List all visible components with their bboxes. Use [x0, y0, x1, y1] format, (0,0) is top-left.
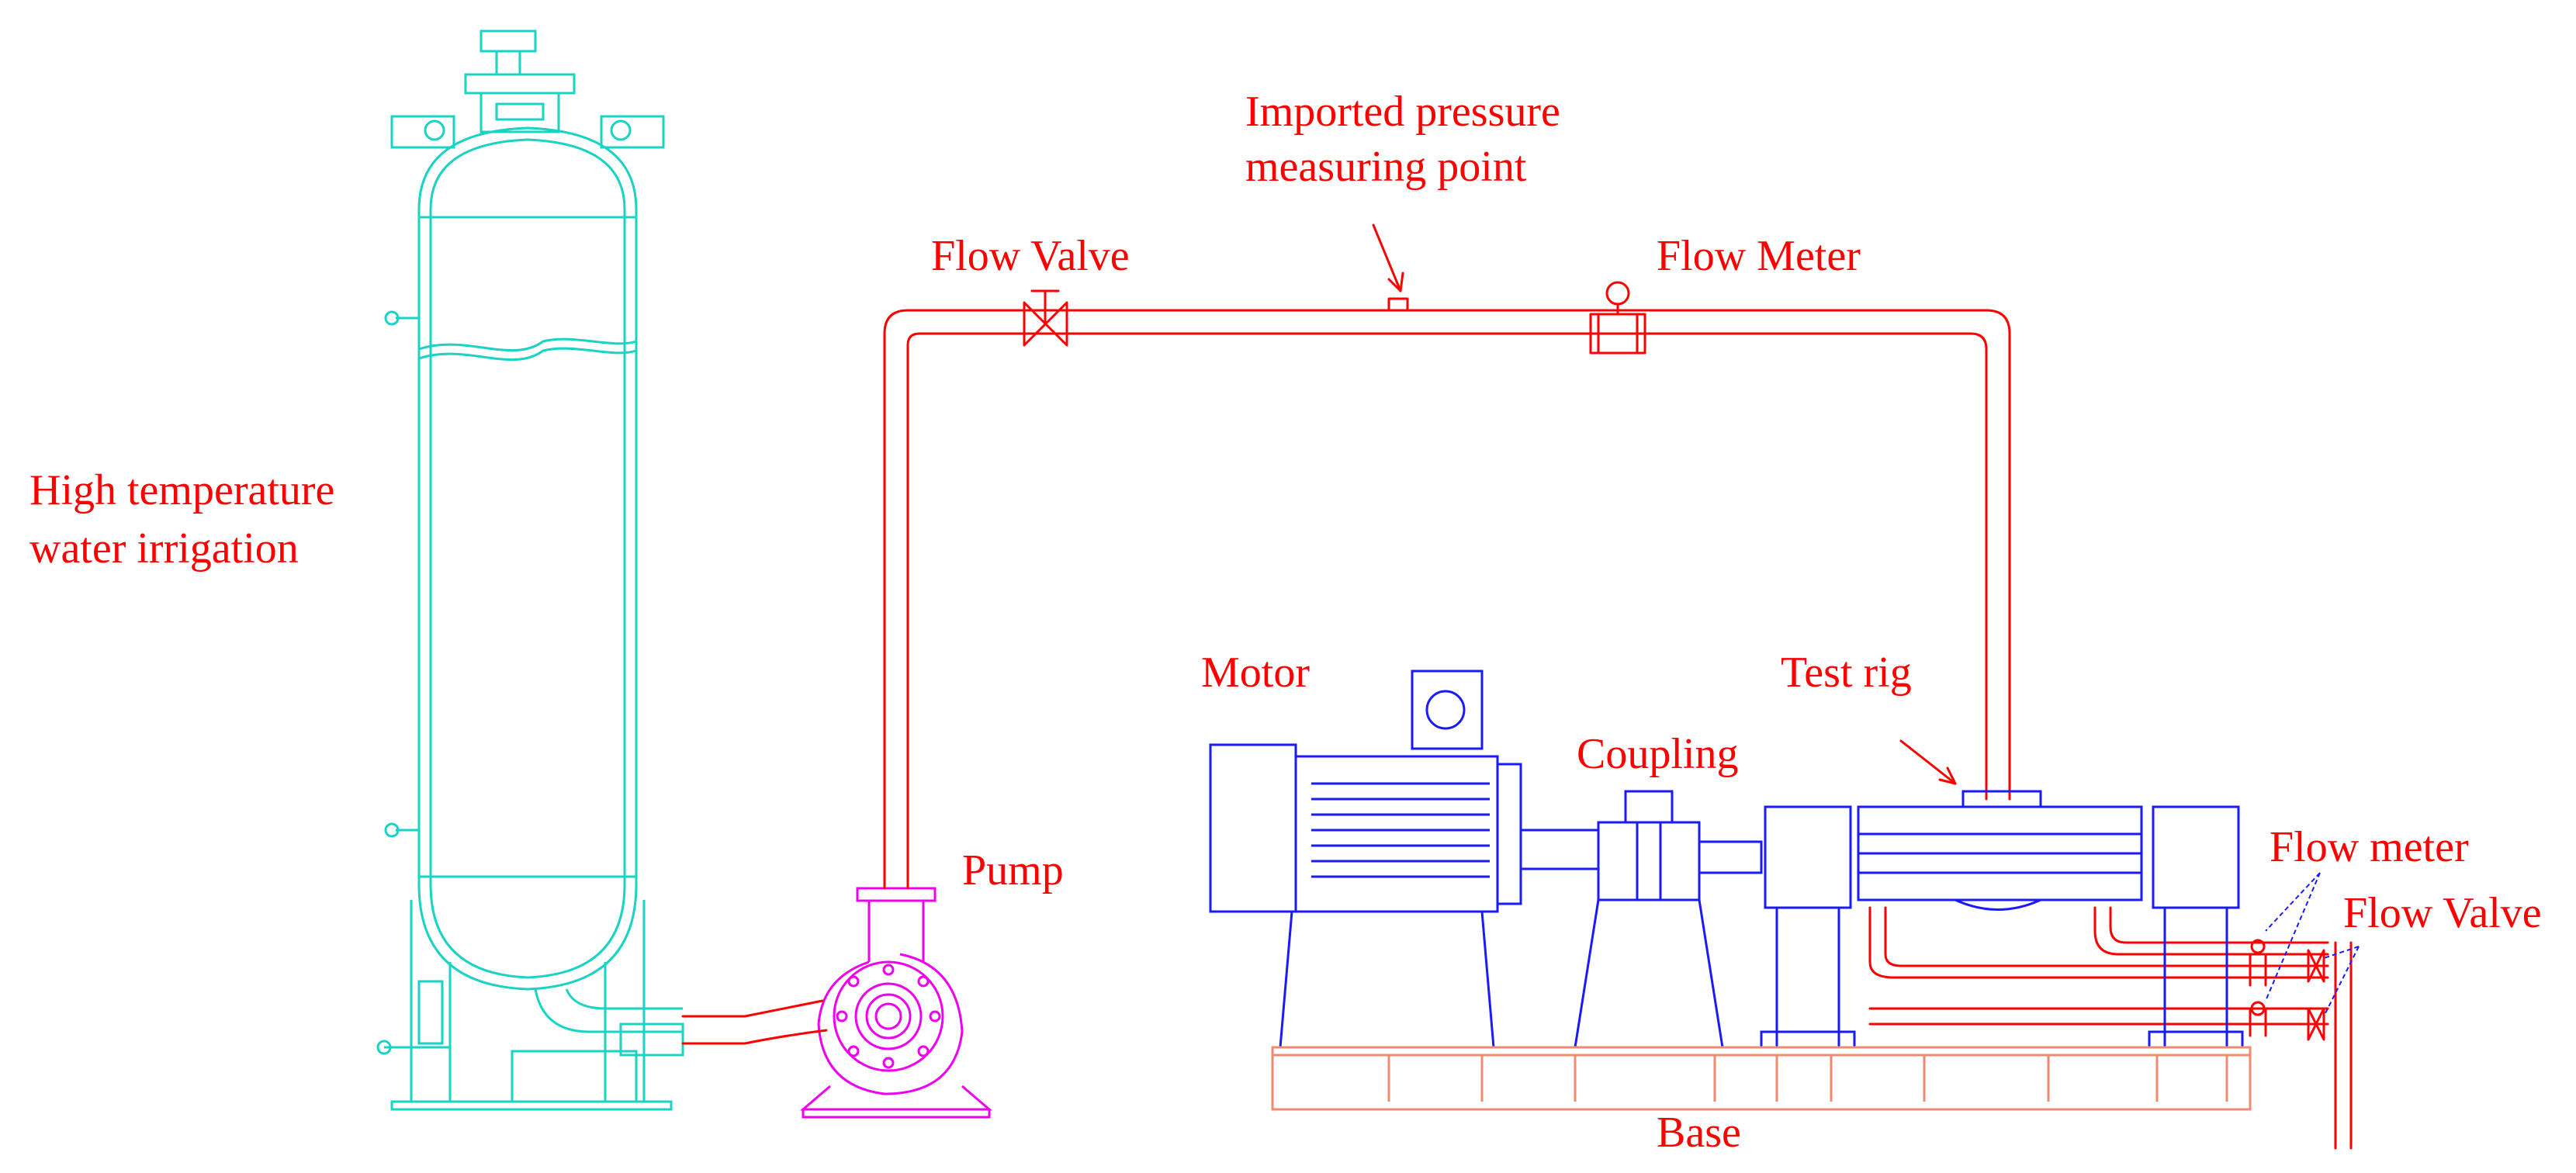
pump [799, 887, 993, 1119]
label-pressure-line2: measuring point [1245, 143, 1527, 191]
label-motor: Motor [1201, 649, 1310, 697]
base [1271, 1046, 2252, 1111]
flow-meter-top-symbol [1589, 281, 1646, 355]
label-pump: Pump [962, 846, 1064, 894]
leader-arrows [1372, 223, 2360, 1017]
water-tank [376, 29, 684, 1111]
pipe-network [681, 281, 2353, 1150]
coupling [1574, 790, 1763, 1049]
label-flow-meter-right: Flow meter [2270, 823, 2469, 871]
label-tank-line1: High temperature [29, 466, 334, 514]
label-flow-valve-right: Flow Valve [2343, 889, 2542, 937]
label-pressure-line1: Imported pressure [1245, 88, 1560, 136]
motor [1209, 670, 1600, 1049]
label-coupling: Coupling [1577, 730, 1738, 778]
label-flow-meter-top: Flow Meter [1657, 232, 1861, 280]
flow-valve-top-symbol [1023, 289, 1068, 347]
label-flow-valve-top: Flow Valve [931, 232, 1130, 280]
pressure-point-symbol [1387, 297, 1409, 312]
label-tank-line2: water irrigation [29, 524, 299, 573]
label-test-rig: Test rig [1781, 649, 1912, 697]
label-base: Base [1657, 1109, 1741, 1157]
